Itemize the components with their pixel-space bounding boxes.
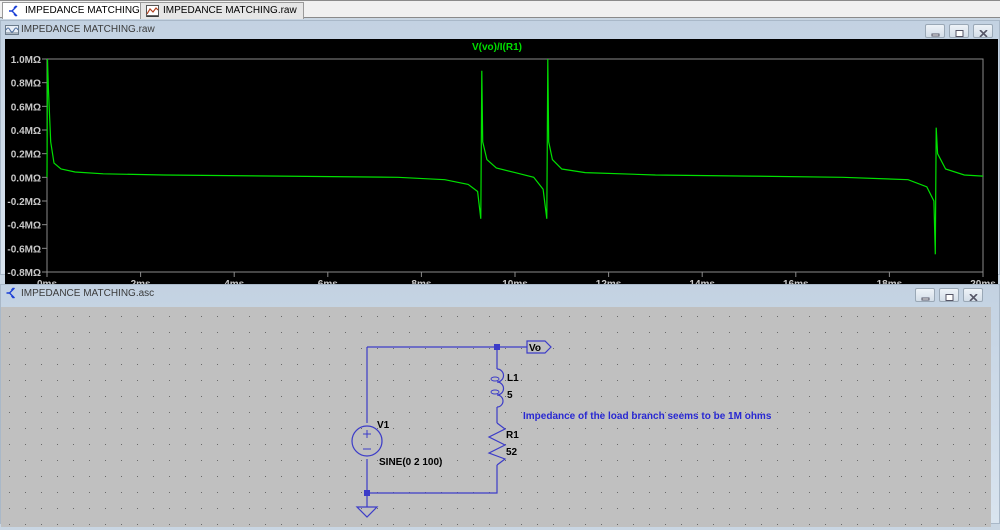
schematic-canvas[interactable]: Vo L1 5 R1 52 V1 SINE(0 2 — [1, 307, 991, 527]
waveform-icon — [5, 25, 19, 35]
y-tick-label: 0.2MΩ — [11, 150, 41, 161]
waveform-icon — [146, 5, 159, 17]
restore-icon — [945, 292, 954, 301]
y-tick-label: 0.4MΩ — [11, 126, 41, 137]
y-tick-label: -0.8MΩ — [7, 268, 41, 279]
close-icon — [979, 28, 988, 38]
component-ref: R1 — [506, 430, 519, 441]
plot-frame — [46, 58, 984, 273]
inductor-l1[interactable]: L1 5 — [490, 368, 519, 408]
close-icon — [969, 292, 978, 302]
component-value: SINE(0 2 100) — [379, 457, 442, 468]
restore-button[interactable] — [939, 288, 959, 302]
tab-waveform[interactable]: IMPEDANCE MATCHING.raw — [140, 2, 304, 19]
window-title: IMPEDANCE MATCHING.raw — [21, 24, 155, 35]
close-button[interactable] — [973, 24, 993, 38]
minimize-icon — [921, 292, 930, 301]
component-ref: L1 — [507, 373, 519, 384]
restore-button[interactable] — [949, 24, 969, 38]
y-tick-label: -0.6MΩ — [7, 244, 41, 255]
component-ref: V1 — [377, 420, 390, 431]
component-value: 52 — [506, 447, 518, 458]
resistor-r1[interactable]: R1 52 — [487, 422, 519, 466]
net-label-text: Vo — [529, 343, 541, 354]
schematic-comment[interactable]: Impedance of the load branch seems to be… — [523, 411, 772, 422]
window-title: IMPEDANCE MATCHING.asc — [21, 288, 155, 299]
ground-symbol[interactable] — [355, 506, 379, 518]
y-tick-label: 0.6MΩ — [11, 102, 41, 113]
y-tick-label: 1.0MΩ — [11, 55, 41, 66]
waveform-window: IMPEDANCE MATCHING.raw V(vo)/I(R1) 1.0MΩ… — [0, 20, 1000, 290]
schematic-window: IMPEDANCE MATCHING.asc — [0, 284, 1000, 527]
waveform-plot[interactable]: V(vo)/I(R1) 1.0MΩ 0.8MΩ 0.6MΩ 0.4MΩ 0.2MΩ 0.0… — [5, 39, 998, 290]
minimize-icon — [931, 28, 940, 37]
voltage-source-v1[interactable]: V1 SINE(0 2 100) — [351, 420, 442, 468]
y-tick-label: 0.0MΩ — [11, 173, 41, 184]
waveform-chart[interactable]: V(vo)/I(R1) 1.0MΩ 0.8MΩ 0.6MΩ 0.4MΩ 0.2MΩ 0.0… — [5, 39, 998, 290]
wire[interactable] — [366, 459, 498, 494]
document-tab-bar: IMPEDANCE MATCHING.asc IMPEDANCE MATCHIN… — [0, 0, 1000, 19]
junction-dot — [494, 344, 500, 350]
wire[interactable] — [367, 346, 498, 369]
y-tick-label: 0.8MΩ — [11, 79, 41, 90]
y-tick-label: -0.4MΩ — [7, 221, 41, 232]
trace-line[interactable] — [46, 58, 984, 255]
net-label-vo[interactable]: Vo — [526, 340, 552, 354]
schematic-icon — [9, 5, 18, 17]
trace-label[interactable]: V(vo)/I(R1) — [472, 42, 522, 53]
junction-dot — [364, 490, 370, 496]
tab-label: IMPEDANCE MATCHING.raw — [163, 5, 297, 16]
component-value: 5 — [507, 390, 513, 401]
tab-label: IMPEDANCE MATCHING.asc — [25, 5, 159, 16]
minimize-button[interactable] — [915, 288, 935, 302]
restore-icon — [955, 28, 964, 37]
close-button[interactable] — [963, 288, 983, 302]
minimize-button[interactable] — [925, 24, 945, 38]
y-tick-label: -0.2MΩ — [7, 197, 41, 208]
schematic-icon — [6, 287, 15, 299]
